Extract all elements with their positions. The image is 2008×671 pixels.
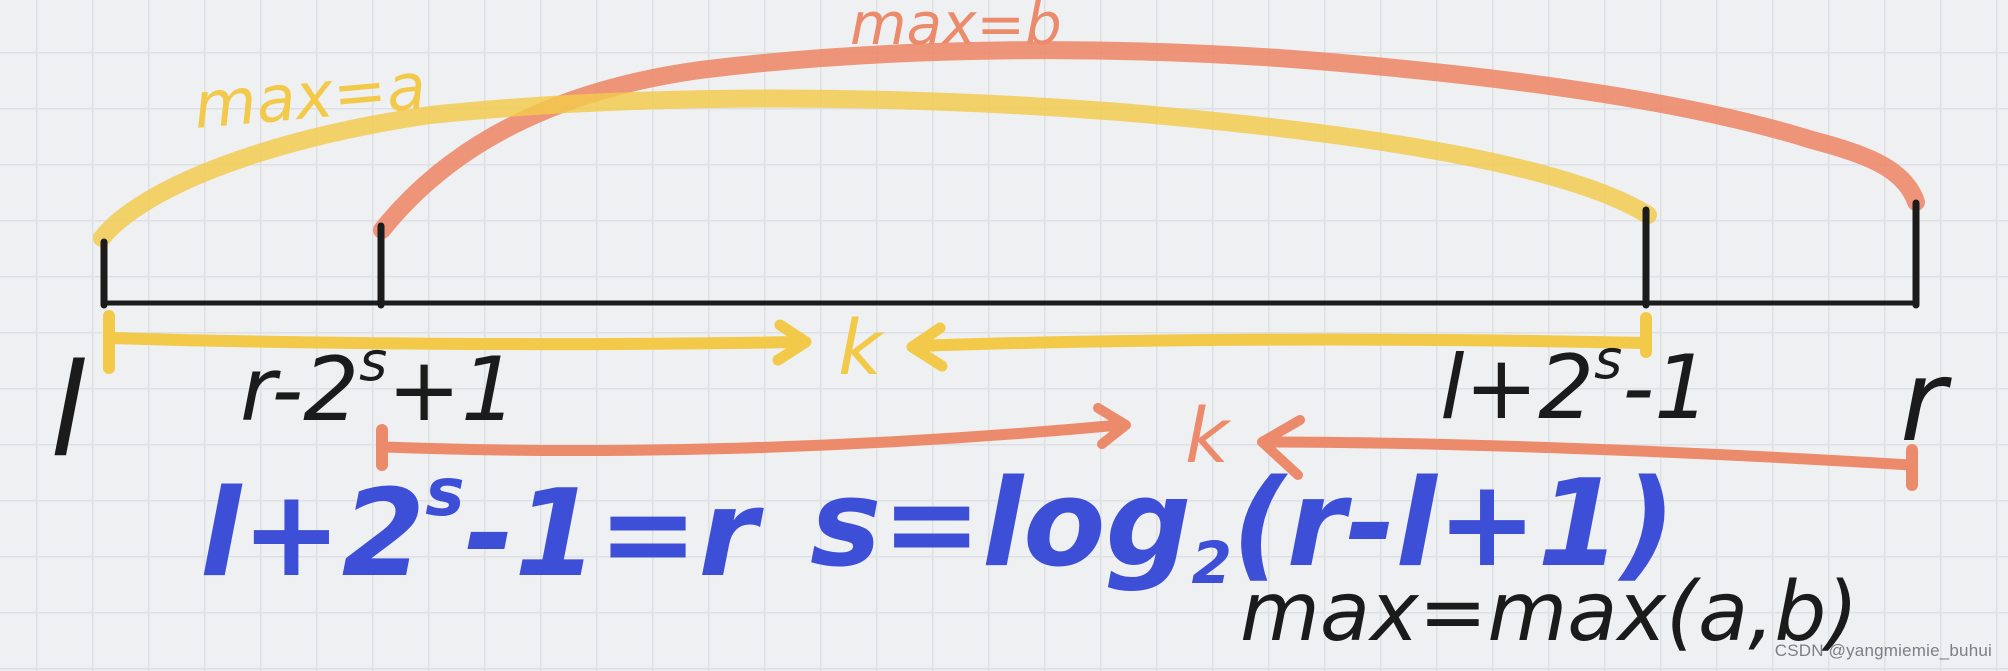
orange-arrow-left [1259,436,1916,471]
yellow-arrow-left [909,333,1652,352]
yellow-arrow-right [106,332,806,351]
yellow-arrowhead-right [772,319,812,366]
yellow-range-arc [93,89,1657,247]
formula-eq1: l+2s-1=r [200,454,764,604]
orange-arrowhead-left [1257,415,1305,480]
label-r: r [1900,337,1952,467]
label-max-b: max=b [850,0,1062,58]
label-l-plus-pow: l+2s-1 [1440,328,1710,439]
label-l: l [50,337,86,486]
orange-range-arc [373,41,1925,239]
yellow-arrowhead-left [906,322,948,372]
watermark: CSDN @yangmiemie_buhui [1774,641,1992,660]
label-k-yellow: k [838,303,885,392]
label-r-minus-pow: r-2s+1 [240,330,517,441]
formula-max: max=max(a,b) [1240,565,1858,660]
orange-arrowhead-right [1093,403,1131,449]
orange-arrow-right [378,419,1126,457]
formula-eq2: s=log2(r-l+1) [810,455,1676,597]
label-k-orange: k [1185,391,1232,480]
